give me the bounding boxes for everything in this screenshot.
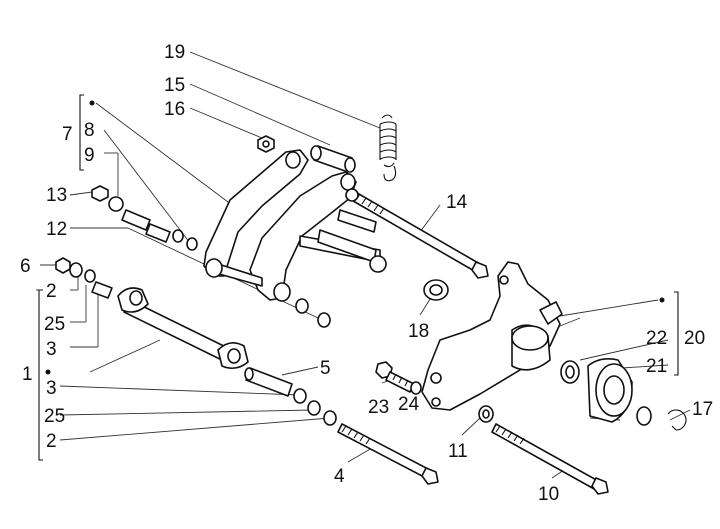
bolt-14	[345, 188, 489, 279]
bushing-18	[423, 279, 449, 301]
leader-lines	[36, 51, 691, 479]
label-2-top: 2	[46, 281, 57, 302]
engine-bracket	[421, 261, 563, 411]
bolt-23	[375, 361, 422, 395]
washer-11	[478, 405, 494, 423]
label-4: 4	[334, 466, 345, 487]
label-7: 7	[62, 124, 73, 145]
bolt-4	[337, 423, 439, 485]
label-10: 10	[538, 484, 559, 505]
label-22: 22	[646, 328, 667, 349]
nut-16	[257, 135, 275, 153]
label-14: 14	[446, 192, 468, 213]
sleeve-part	[310, 145, 356, 173]
bolt-10	[491, 423, 609, 495]
label-21: 21	[646, 356, 667, 377]
pivot-shaft-1	[117, 287, 249, 370]
label-19: 19	[164, 42, 185, 63]
swingarm-link-frame	[203, 149, 387, 302]
spacer-5	[244, 367, 293, 397]
label-13: 13	[46, 185, 67, 206]
label-5: 5	[320, 358, 331, 379]
circlip-17	[636, 406, 687, 431]
small-parts-left	[55, 185, 337, 426]
label-3-bottom: 3	[46, 378, 57, 399]
label-3-top: 3	[46, 339, 57, 360]
label-11: 11	[448, 441, 468, 462]
label-9: 9	[84, 145, 95, 166]
spring-part	[379, 114, 397, 182]
label-17: 17	[692, 399, 713, 420]
label-2-bottom: 2	[46, 431, 57, 452]
label-6: 6	[20, 256, 31, 277]
callout-labels: 19 15 16 7 8 9 13 12 6 2 25 3 1 3 25 2 5…	[20, 42, 713, 505]
label-12: 12	[46, 219, 67, 240]
label-15: 15	[164, 75, 185, 96]
label-8: 8	[84, 120, 95, 141]
silent-block-21	[560, 358, 633, 423]
label-25-bottom: 25	[44, 406, 65, 427]
label-1: 1	[22, 364, 33, 385]
label-23: 23	[368, 397, 389, 418]
label-20: 20	[684, 328, 705, 349]
label-16: 16	[164, 99, 185, 120]
label-24: 24	[398, 394, 420, 415]
label-18: 18	[408, 321, 429, 342]
label-25-top: 25	[44, 314, 65, 335]
group-brackets	[38, 94, 679, 461]
